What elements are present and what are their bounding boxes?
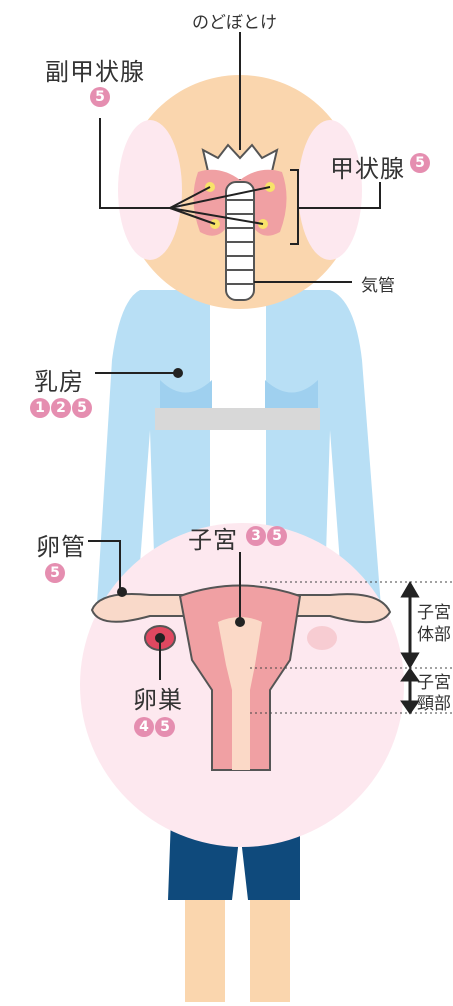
throat-label: のどぼとけ: [192, 8, 277, 33]
fallopian-tube-badges: 5: [45, 562, 66, 583]
left-leg: [185, 890, 225, 1002]
belt: [155, 408, 320, 430]
badge-2: 2: [51, 398, 71, 418]
badge-5: 5: [155, 717, 175, 737]
badge-1: 1: [30, 398, 50, 418]
thyroid-label: 甲状腺: [330, 149, 405, 184]
parathyroid-badges: 5: [90, 86, 111, 107]
fallopian-tube-label: 卵管: [36, 527, 86, 562]
body-arrow: [403, 584, 417, 666]
uterine-cervix-label-line2: 頸部: [417, 689, 451, 714]
ovary-label: 卵巣: [133, 680, 183, 715]
tube-dot: [117, 587, 127, 597]
badge-5: 5: [45, 563, 65, 583]
thyroid-badges: 5: [410, 152, 431, 173]
right-leg: [250, 890, 290, 1002]
badge-5: 5: [267, 526, 287, 546]
breast-dot: [173, 368, 183, 378]
badge-4: 4: [134, 717, 154, 737]
parathyroid-label: 副甲状腺: [45, 52, 145, 87]
neck-highlight-right: [298, 120, 362, 260]
uterus-dot: [235, 617, 245, 627]
trachea-label: 気管: [361, 271, 395, 296]
ovary-dot: [155, 633, 165, 643]
badge-3: 3: [246, 526, 266, 546]
neck-highlight-left: [118, 120, 182, 260]
cervix-arrow: [403, 670, 417, 712]
trachea-tube: [226, 182, 254, 300]
badge-5: 5: [90, 87, 110, 107]
badge-5: 5: [72, 398, 92, 418]
uterine-body-label-line2: 体部: [417, 620, 451, 645]
uterus-label: 子宮: [188, 520, 238, 555]
breast-label: 乳房: [34, 362, 84, 397]
badge-5: 5: [410, 153, 430, 173]
